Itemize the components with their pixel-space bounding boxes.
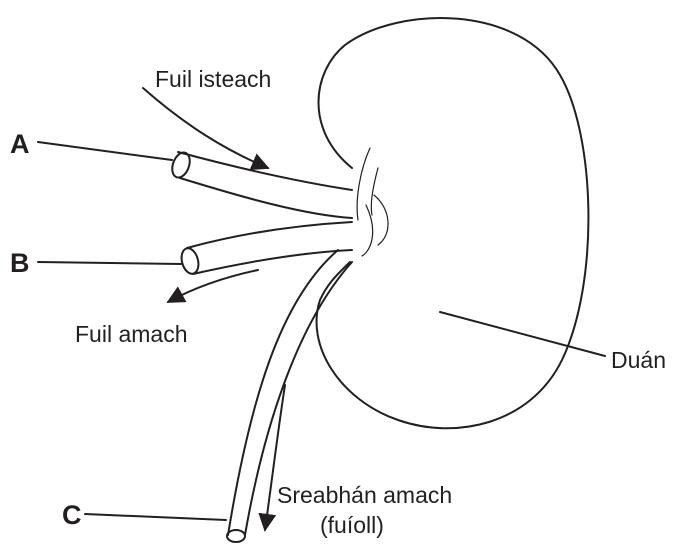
hilum-curve-3	[374, 195, 388, 245]
label-kidney: Duán	[611, 347, 666, 373]
label-a: A	[10, 129, 30, 159]
vessel-b	[179, 222, 352, 276]
label-blood-in: Fuil isteach	[155, 66, 271, 92]
label-urine-out-line1: Sreabhán amach	[277, 482, 452, 508]
leader-line-a	[38, 142, 172, 160]
leader-line-b	[38, 262, 181, 264]
hilum-curve-2	[371, 168, 378, 215]
label-urine-out-line2: (fuíoll)	[320, 512, 384, 538]
leader-line-c	[85, 514, 226, 520]
kidney-outline	[317, 18, 589, 428]
label-blood-out: Fuil amach	[75, 321, 187, 347]
label-c: C	[62, 500, 82, 530]
vessel-a	[169, 150, 352, 218]
blood-out-arrow	[168, 270, 258, 302]
label-b: B	[10, 248, 30, 278]
blood-in-arrow	[143, 88, 268, 168]
leader-line-kidney	[440, 312, 605, 356]
